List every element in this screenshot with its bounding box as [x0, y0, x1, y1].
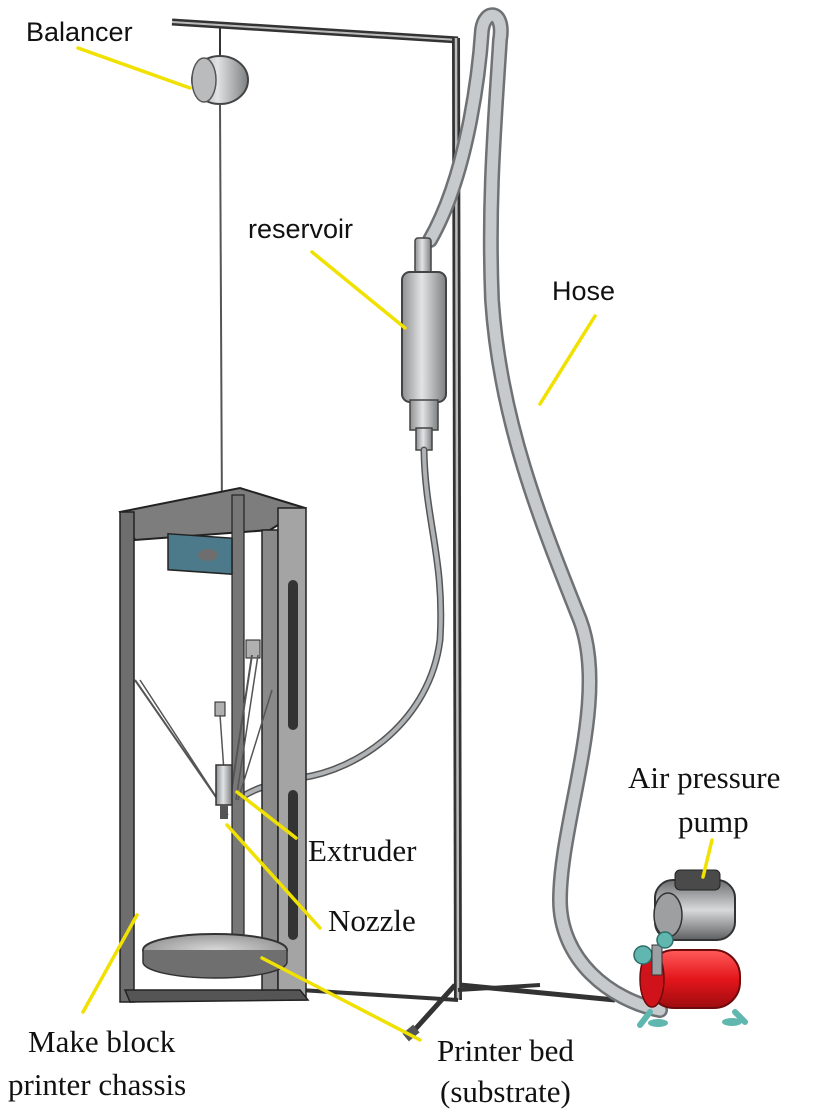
label-bed-line2: (substrate): [440, 1074, 571, 1109]
label-chassis-line1: Make block: [28, 1024, 176, 1059]
printer-chassis-icon: [118, 486, 310, 1003]
leader-nozzle: [225, 823, 322, 930]
label-chassis-line2: printer chassis: [8, 1067, 186, 1102]
label-extruder: Extruder: [308, 833, 417, 868]
label-pump-line2: pump: [678, 804, 749, 839]
leader-extruder: [235, 790, 298, 840]
label-bed-line1: Printer bed: [437, 1033, 574, 1068]
hose-icon: [422, 7, 668, 1018]
label-nozzle: Nozzle: [328, 903, 416, 938]
label-balancer: Balancer: [26, 17, 133, 47]
label-hose: Hose: [552, 276, 615, 306]
leader-pump: [701, 838, 714, 879]
leader-lines: [76, 46, 714, 1042]
leader-balancer: [76, 46, 192, 90]
leader-chassis: [81, 913, 139, 1014]
balancer-icon: [191, 28, 249, 521]
leader-bed: [260, 956, 422, 1042]
leader-reservoir: [310, 250, 407, 330]
leader-hose: [538, 314, 597, 406]
air-pressure-pump-icon: [633, 869, 748, 1028]
label-reservoir: reservoir: [248, 214, 353, 244]
label-pump-line1: Air pressure: [628, 760, 780, 795]
